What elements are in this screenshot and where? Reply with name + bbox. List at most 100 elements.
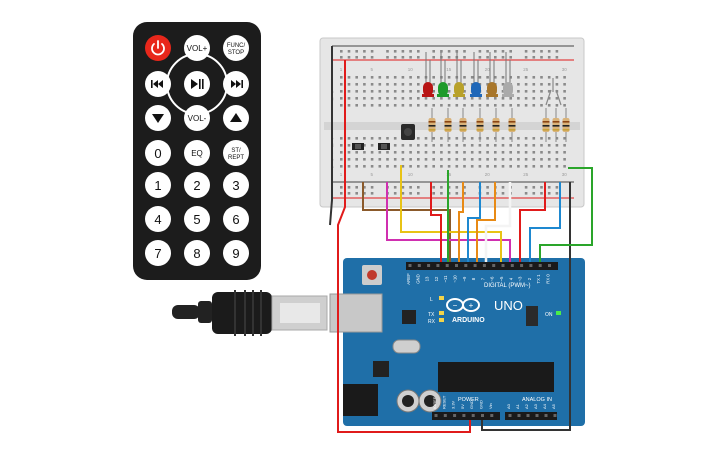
diode-legs	[545, 78, 562, 106]
column-number: 20	[485, 172, 491, 177]
led[interactable]	[486, 52, 498, 97]
digital-pin-label: ~6	[490, 276, 495, 282]
arduino-logo: − +	[446, 298, 480, 312]
arduino-uno-board: − +	[329, 258, 585, 426]
remote-button-0[interactable]: 0	[145, 140, 171, 166]
column-number: 30	[562, 67, 568, 72]
wire-blue-10	[467, 182, 481, 262]
usb-cable[interactable]	[172, 290, 328, 336]
digital-pin-label: AREF	[406, 273, 411, 285]
remote-button-1[interactable]: 1	[145, 172, 171, 198]
column-number: 25	[523, 67, 529, 72]
remote-button-play-pause[interactable]	[184, 71, 210, 97]
skip-forward-icon	[231, 80, 243, 88]
wire-green-outer	[539, 167, 593, 262]
skip-back-icon	[151, 80, 163, 88]
remote-button-st-rept[interactable]: ST/REPT	[223, 140, 249, 166]
arduino-model: UNO	[494, 298, 523, 313]
column-number: 25	[523, 172, 529, 177]
column-number: 1	[340, 172, 343, 177]
digital-pin-label: TX 1	[536, 274, 541, 284]
remote-button-4[interactable]: 4	[145, 206, 171, 232]
remote-button-up[interactable]	[223, 105, 249, 131]
led[interactable]	[422, 52, 434, 97]
digital-pin-label: 12	[434, 276, 439, 281]
column-number: 20	[485, 67, 491, 72]
remote-button-6[interactable]: 6	[223, 206, 249, 232]
analog-label: ANALOG IN	[522, 397, 552, 403]
resistor[interactable]	[492, 108, 500, 142]
power-pin-label: RESET	[441, 395, 446, 409]
digital-pin-label: ~3	[518, 276, 523, 282]
wire-blue-right	[529, 182, 561, 262]
svg-text:+: +	[469, 301, 474, 310]
resistor[interactable]	[562, 108, 570, 142]
digital-header-label: DIGITAL (PWM~)	[484, 283, 531, 289]
remote-button-5[interactable]: 5	[184, 206, 210, 232]
digital-pin-label: RX 0	[546, 274, 551, 284]
resistor[interactable]	[459, 108, 467, 142]
remote-button-8[interactable]: 8	[184, 240, 210, 266]
ir-receiver[interactable]	[401, 124, 415, 140]
remote-button-7[interactable]: 7	[145, 240, 171, 266]
resistor[interactable]	[552, 108, 560, 142]
digital-pin-label: ~5	[499, 276, 504, 282]
remote-button-down[interactable]	[145, 105, 171, 131]
wire-white	[484, 182, 512, 262]
remote-button-9[interactable]: 9	[223, 240, 249, 266]
led[interactable]	[470, 52, 482, 97]
breadboard-holes	[340, 50, 566, 195]
wire-gnd-bottom	[481, 182, 571, 431]
triangle-down-icon	[152, 114, 164, 123]
resistor[interactable]	[428, 108, 436, 142]
wire-brown	[362, 182, 451, 262]
led[interactable]	[502, 52, 514, 97]
column-number: 10	[408, 67, 414, 72]
remote-power-button[interactable]	[145, 35, 171, 61]
column-number: 15	[446, 67, 452, 72]
jumper-wires	[329, 46, 593, 433]
digital-pin-label: 2	[527, 277, 532, 280]
remote-button-vol-minus[interactable]: VOL-	[184, 105, 210, 131]
pushbutton-right[interactable]	[378, 143, 390, 150]
led-row	[422, 52, 514, 97]
analog-pin-label: A3	[533, 403, 538, 409]
remote-button-eq[interactable]: EQ	[184, 140, 210, 166]
power-pin-label: 3.3V	[451, 400, 456, 409]
arduino-labels: ARDUINO UNO DIGITAL (PWM~) POWER ANALOG …	[428, 283, 553, 403]
wire-red-right	[519, 182, 546, 262]
column-number: 1	[340, 67, 343, 72]
digital-pin-label: 4	[508, 277, 513, 280]
remote-button-3[interactable]: 3	[223, 172, 249, 198]
column-number: 15	[446, 172, 452, 177]
resistor[interactable]	[476, 108, 484, 142]
digital-pin-label: 8	[471, 277, 476, 280]
digital-pin-label: ~10	[453, 275, 458, 283]
wire-orange-11	[458, 182, 464, 262]
resistor[interactable]	[508, 108, 516, 142]
remote-button-func-stop[interactable]: FUNC/STOP	[223, 35, 249, 61]
digital-pin-label: ~11	[443, 275, 448, 283]
analog-pin-label: A4	[542, 403, 547, 409]
remote-button-2[interactable]: 2	[184, 172, 210, 198]
power-pin-label: IOREF	[432, 396, 437, 409]
rx-label: RX	[428, 319, 436, 325]
l-label: L	[430, 297, 433, 303]
column-number: 30	[562, 172, 568, 177]
led[interactable]	[437, 52, 449, 97]
pushbutton-left[interactable]	[352, 143, 364, 150]
led[interactable]	[453, 52, 465, 97]
resistor-row	[428, 108, 570, 142]
resistor[interactable]	[444, 108, 452, 142]
digital-pin-label: 13	[425, 276, 430, 281]
resistor[interactable]	[542, 108, 550, 142]
remote-button-next[interactable]	[223, 71, 249, 97]
remote-button-vol-plus[interactable]: VOL+	[184, 35, 210, 61]
remote-button-prev[interactable]	[145, 71, 171, 97]
power-pin-label: GND	[479, 400, 484, 409]
wire-5v	[337, 60, 471, 433]
analog-pin-label: A5	[551, 403, 556, 409]
